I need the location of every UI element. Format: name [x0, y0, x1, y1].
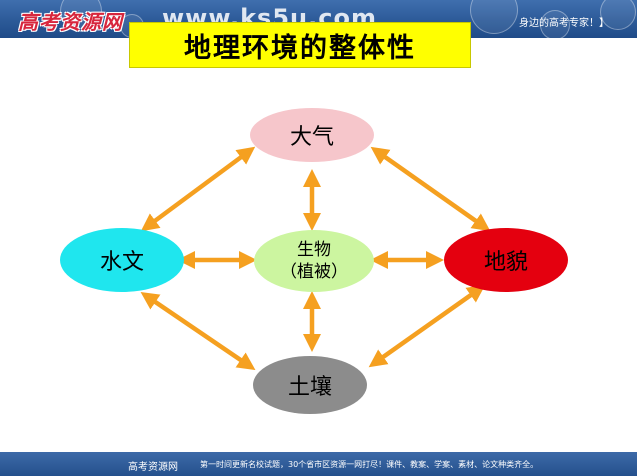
node-biology: 生物 （植被） [254, 230, 374, 292]
decor-bubble [600, 0, 636, 30]
site-tagline: 身边的高考专家！】 [519, 18, 609, 29]
footer-notice: 第一时间更新名校试题，30个省市区资源一网打尽！课件、教案、学案、素材、论文种类… [200, 460, 539, 469]
arrow-landform-soil [368, 284, 486, 368]
node-soil: 土壤 [253, 356, 367, 414]
header-banner: 高考资源网 www.ks5u.com 身边的高考专家！】 [0, 0, 637, 38]
node-landform-label: 地貌 [483, 250, 528, 275]
node-biology-sublabel: （植被） [280, 262, 348, 282]
node-atmosphere-label: 大气 [289, 125, 334, 150]
footer-banner: 高考资源网 第一时间更新名校试题，30个省市区资源一网打尽！课件、教案、学案、素… [0, 452, 637, 476]
arrow-atmosphere-hydrology [140, 146, 256, 232]
arrow-atmosphere-landform [370, 146, 491, 232]
node-landform: 地貌 [444, 228, 568, 292]
site-logo: 高考资源网 [18, 10, 123, 34]
footer-site-name: 高考资源网 [128, 462, 178, 473]
decor-bubble [540, 10, 570, 38]
node-atmosphere: 大气 [250, 108, 374, 162]
node-soil-label: 土壤 [287, 375, 332, 400]
node-hydrology-label: 水文 [99, 250, 144, 275]
arrow-hydrology-soil [140, 291, 256, 371]
node-hydrology: 水文 [60, 228, 184, 292]
decor-bubble [470, 0, 518, 34]
node-biology-label: 生物 [297, 240, 331, 260]
slide-title: 地理环境的整体性 [129, 22, 471, 68]
